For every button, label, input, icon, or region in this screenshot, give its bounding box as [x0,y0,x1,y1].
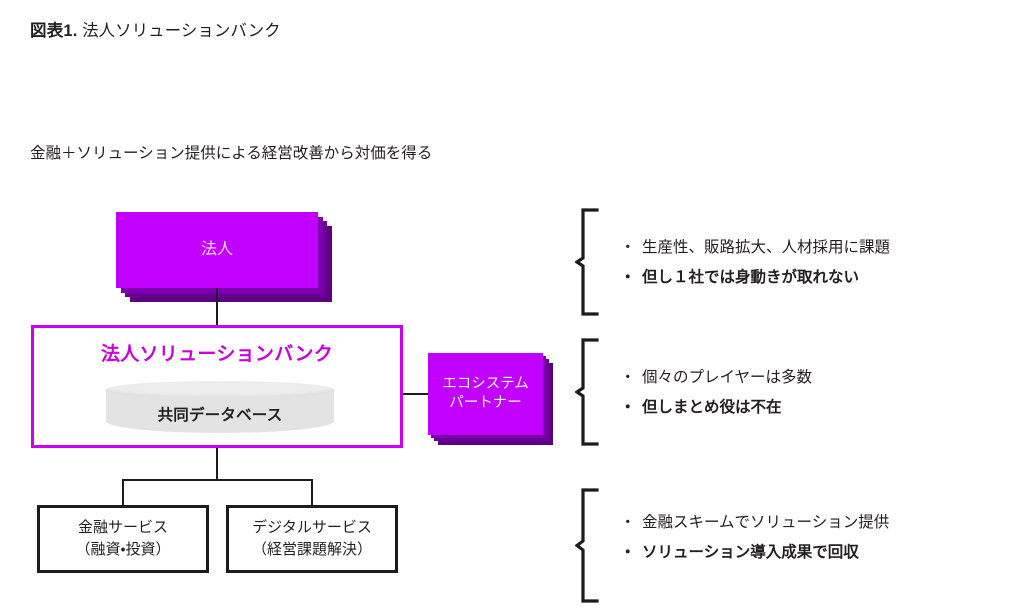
financial-service-line2: （融資・投資） [75,541,171,558]
bullet-text: 但し１社では身動きが取れない [642,269,860,286]
bullet-text: 個々のプレイヤーは多数 [642,369,813,386]
list-item: ・ 生産性、販路拡大、人材採用に課題 [620,233,890,263]
bullet-marker: ・ [620,369,636,386]
node-solution-bank[interactable]: 法人ソリューションバンク 共同データベース [31,325,403,448]
bullet-marker: ・ [620,544,636,561]
bullet-text: 金融スキームでソリューション提供 [642,514,890,531]
connector-split-bar [122,479,312,481]
bullet-group-corporate-issues: ・ 生産性、販路拡大、人材採用に課題 ・ 但し１社では身動きが取れない [620,233,890,293]
list-item: ・ 但し１社では身動きが取れない [620,263,890,293]
bullet-text: 生産性、販路拡大、人材採用に課題 [642,239,891,256]
brace-ecosystem-issues-icon [575,338,599,446]
financial-service-line1: 金融サービス [77,519,168,537]
node-ecosystem-partner[interactable]: エコシステム パートナー [428,353,553,445]
digital-service-line1: デジタルサービス [252,519,372,537]
digital-service-line2: （経営課題解決） [251,541,372,558]
database-label: 共同データベース [157,407,283,424]
list-item: ・ ソリューション導入成果で回収 [620,538,889,568]
figure-subtitle: 金融＋ソリューション提供による経営改善から対価を得る [30,145,433,162]
cylinder-lid-shading [106,382,334,398]
node-digital-service[interactable]: デジタルサービス （経営課題解決） [226,505,398,573]
ecosystem-face: エコシステム パートナー [428,353,543,435]
connector-bank-down-stem [216,448,218,480]
connector-to-digital-service [311,479,313,506]
bullet-marker: ・ [620,514,636,531]
connector-to-financial-service [122,479,124,506]
brace-corporate-issues-icon [575,208,599,316]
list-item: ・ 但しまとめ役は不在 [620,393,812,423]
list-item: ・ 個々のプレイヤーは多数 [620,363,812,393]
node-ecosystem-partner-label: エコシステム パートナー [442,376,529,411]
cylinder-lid [106,381,334,398]
bullet-marker: ・ [620,239,636,256]
brace-service-monetization-icon [575,488,599,603]
bullet-marker: ・ [620,399,636,416]
figure-number: 図表1. [30,22,78,40]
corporate-face: 法人 [116,212,318,288]
node-solution-bank-label: 法人ソリューションバンク [100,344,334,365]
page-title: 図表1. 法人ソリューションバンク [30,20,281,42]
bullet-text: 但しまとめ役は不在 [642,399,782,416]
list-item: ・ 金融スキームでソリューション提供 [620,508,889,538]
connector-bank-to-ecosystem [403,393,429,395]
database-cylinder-icon: 共同データベース [106,381,334,436]
bullet-text: ソリューション導入成果で回収 [642,544,859,561]
figure-title-text: 法人ソリューションバンク [82,22,281,40]
bullet-group-service-monetization: ・ 金融スキームでソリューション提供 ・ ソリューション導入成果で回収 [620,508,889,568]
bullet-marker: ・ [620,269,636,286]
node-corporate[interactable]: 法人 [116,212,332,302]
connector-corporate-to-bank [216,288,218,326]
node-corporate-label: 法人 [200,240,233,258]
bullet-group-ecosystem-issues: ・ 個々のプレイヤーは多数 ・ 但しまとめ役は不在 [620,363,812,423]
node-financial-service[interactable]: 金融サービス （融資・投資） [37,505,209,573]
